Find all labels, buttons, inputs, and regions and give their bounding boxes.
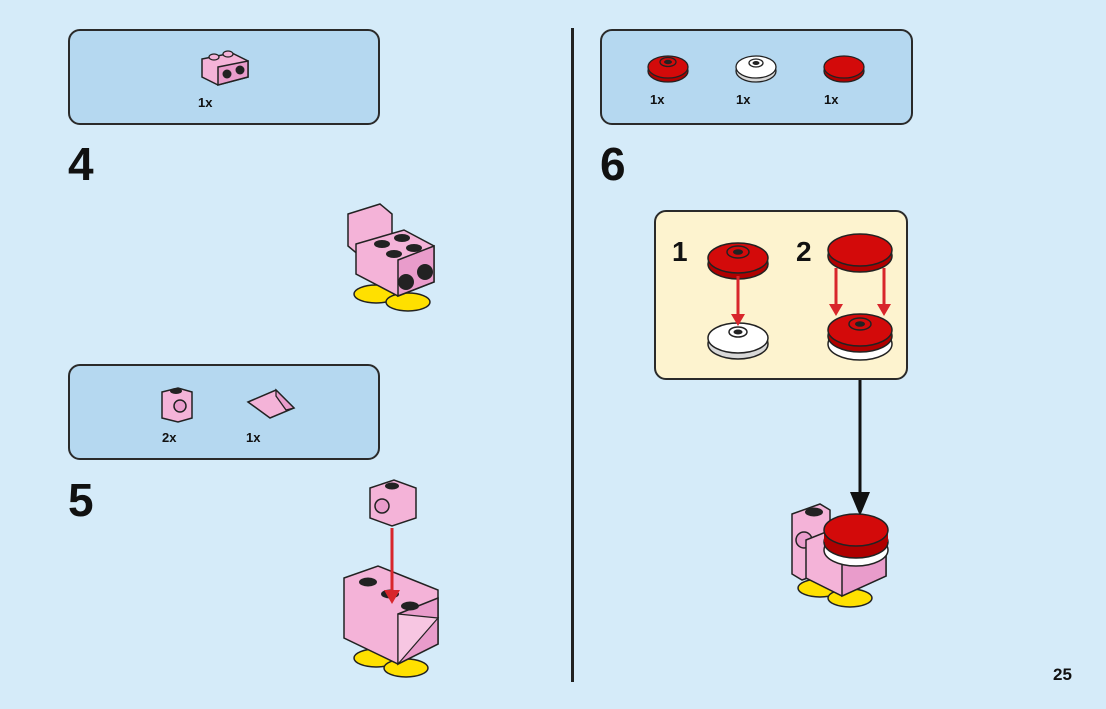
step-5-parts-box: 2x 1x [68, 364, 380, 460]
step-6-number: 6 [600, 138, 626, 190]
step-5-number: 5 [68, 474, 94, 526]
substep-1-number: 1 [672, 236, 688, 267]
white-round-plate-icon [735, 55, 777, 83]
column-divider [571, 28, 574, 682]
step-4-number: 4 [68, 138, 94, 190]
substep-box: 1 2 [654, 210, 908, 380]
step-5-assembly-image [343, 479, 440, 678]
step-4-part-1-qty: 1x [198, 95, 213, 110]
step-6-parts-box: 1x 1x 1x [600, 29, 913, 125]
step-5-part-1-qty: 2x [162, 430, 177, 445]
substep-2-number: 2 [796, 236, 812, 267]
step-6-part-3-qty: 1x [824, 92, 839, 107]
pink-bracket-brick-icon [201, 50, 249, 86]
red-round-plate-icon [647, 55, 689, 83]
red-round-tile-icon [823, 55, 865, 83]
step-6-part-2-qty: 1x [736, 92, 751, 107]
pink-slope-icon [246, 388, 296, 419]
page-number: 25 [1053, 665, 1072, 684]
step-5-part-2-qty: 1x [246, 430, 261, 445]
substep-2-image [827, 233, 893, 361]
substep-1-image [707, 242, 769, 360]
pink-brick-1x1-icon [161, 387, 193, 423]
connector-arrow [850, 380, 870, 516]
step-6-assembly-image [791, 503, 889, 608]
step-4-assembly-image [347, 203, 435, 312]
step-6-part-1-qty: 1x [650, 92, 665, 107]
step-4-parts-box: 1x [68, 29, 380, 125]
